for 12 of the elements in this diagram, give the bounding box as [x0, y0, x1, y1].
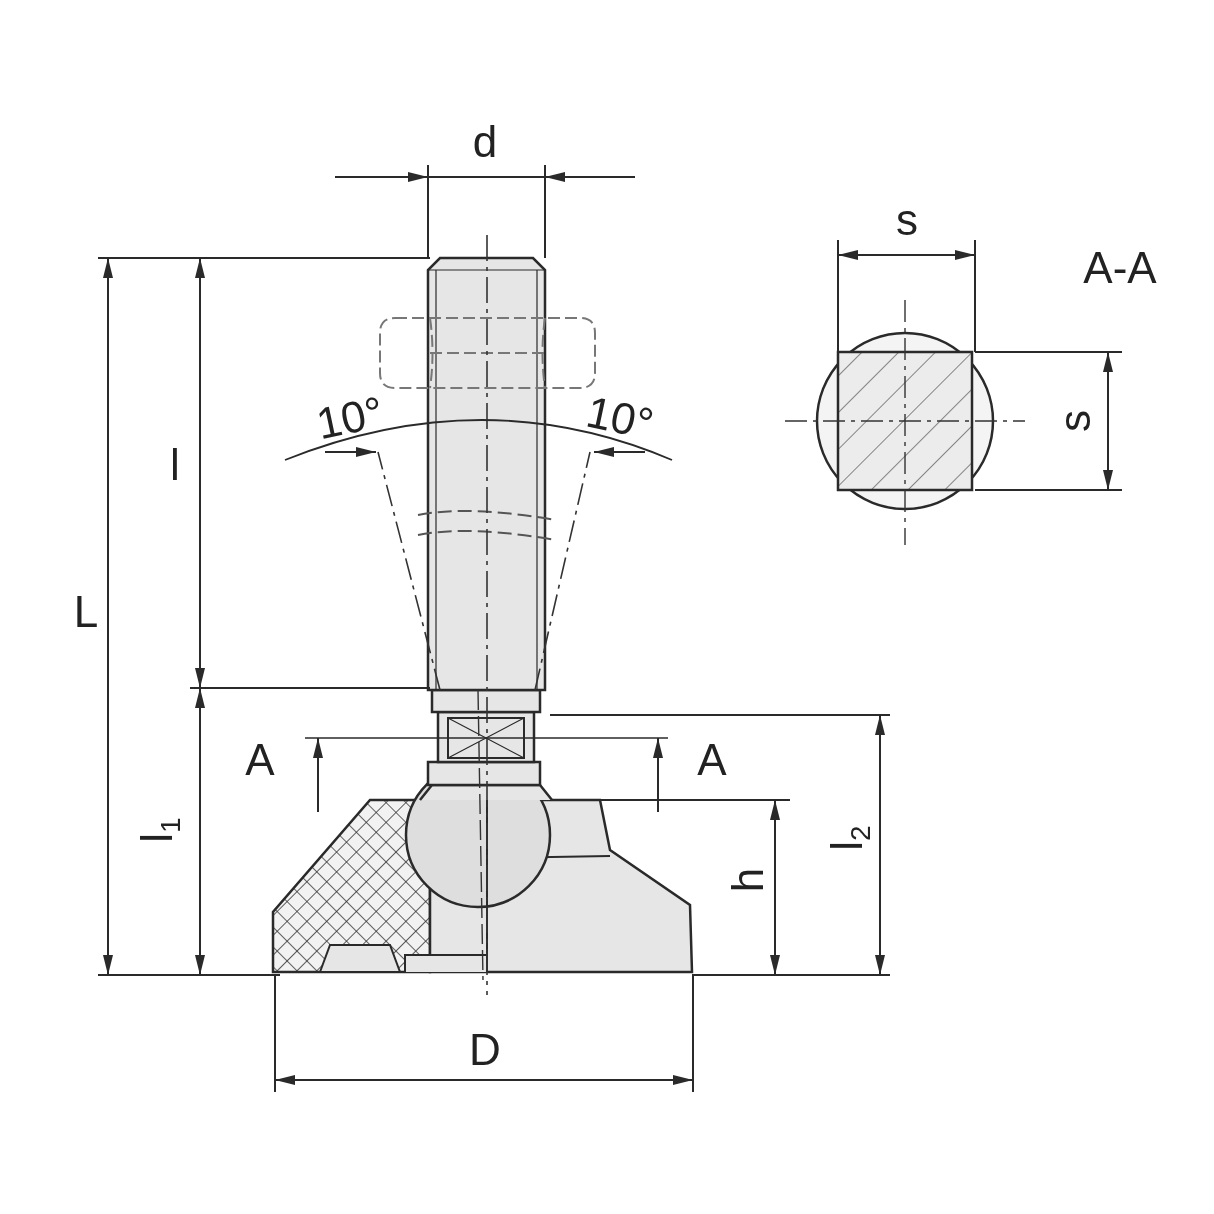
section-label: A-A — [1083, 246, 1157, 290]
dimension-label: L — [73, 590, 99, 634]
angle-label: 10° — [582, 389, 658, 447]
dimension-label: h — [726, 867, 770, 893]
angle-label: 10° — [312, 389, 388, 447]
dimension-label: d — [472, 120, 498, 164]
dimension-label: D — [469, 1028, 501, 1072]
dimension-label: l — [170, 443, 180, 487]
section-label: A — [245, 738, 275, 782]
dimension-label: s — [1053, 410, 1097, 432]
section-label: A — [697, 738, 727, 782]
dimension-label: s — [896, 198, 918, 242]
